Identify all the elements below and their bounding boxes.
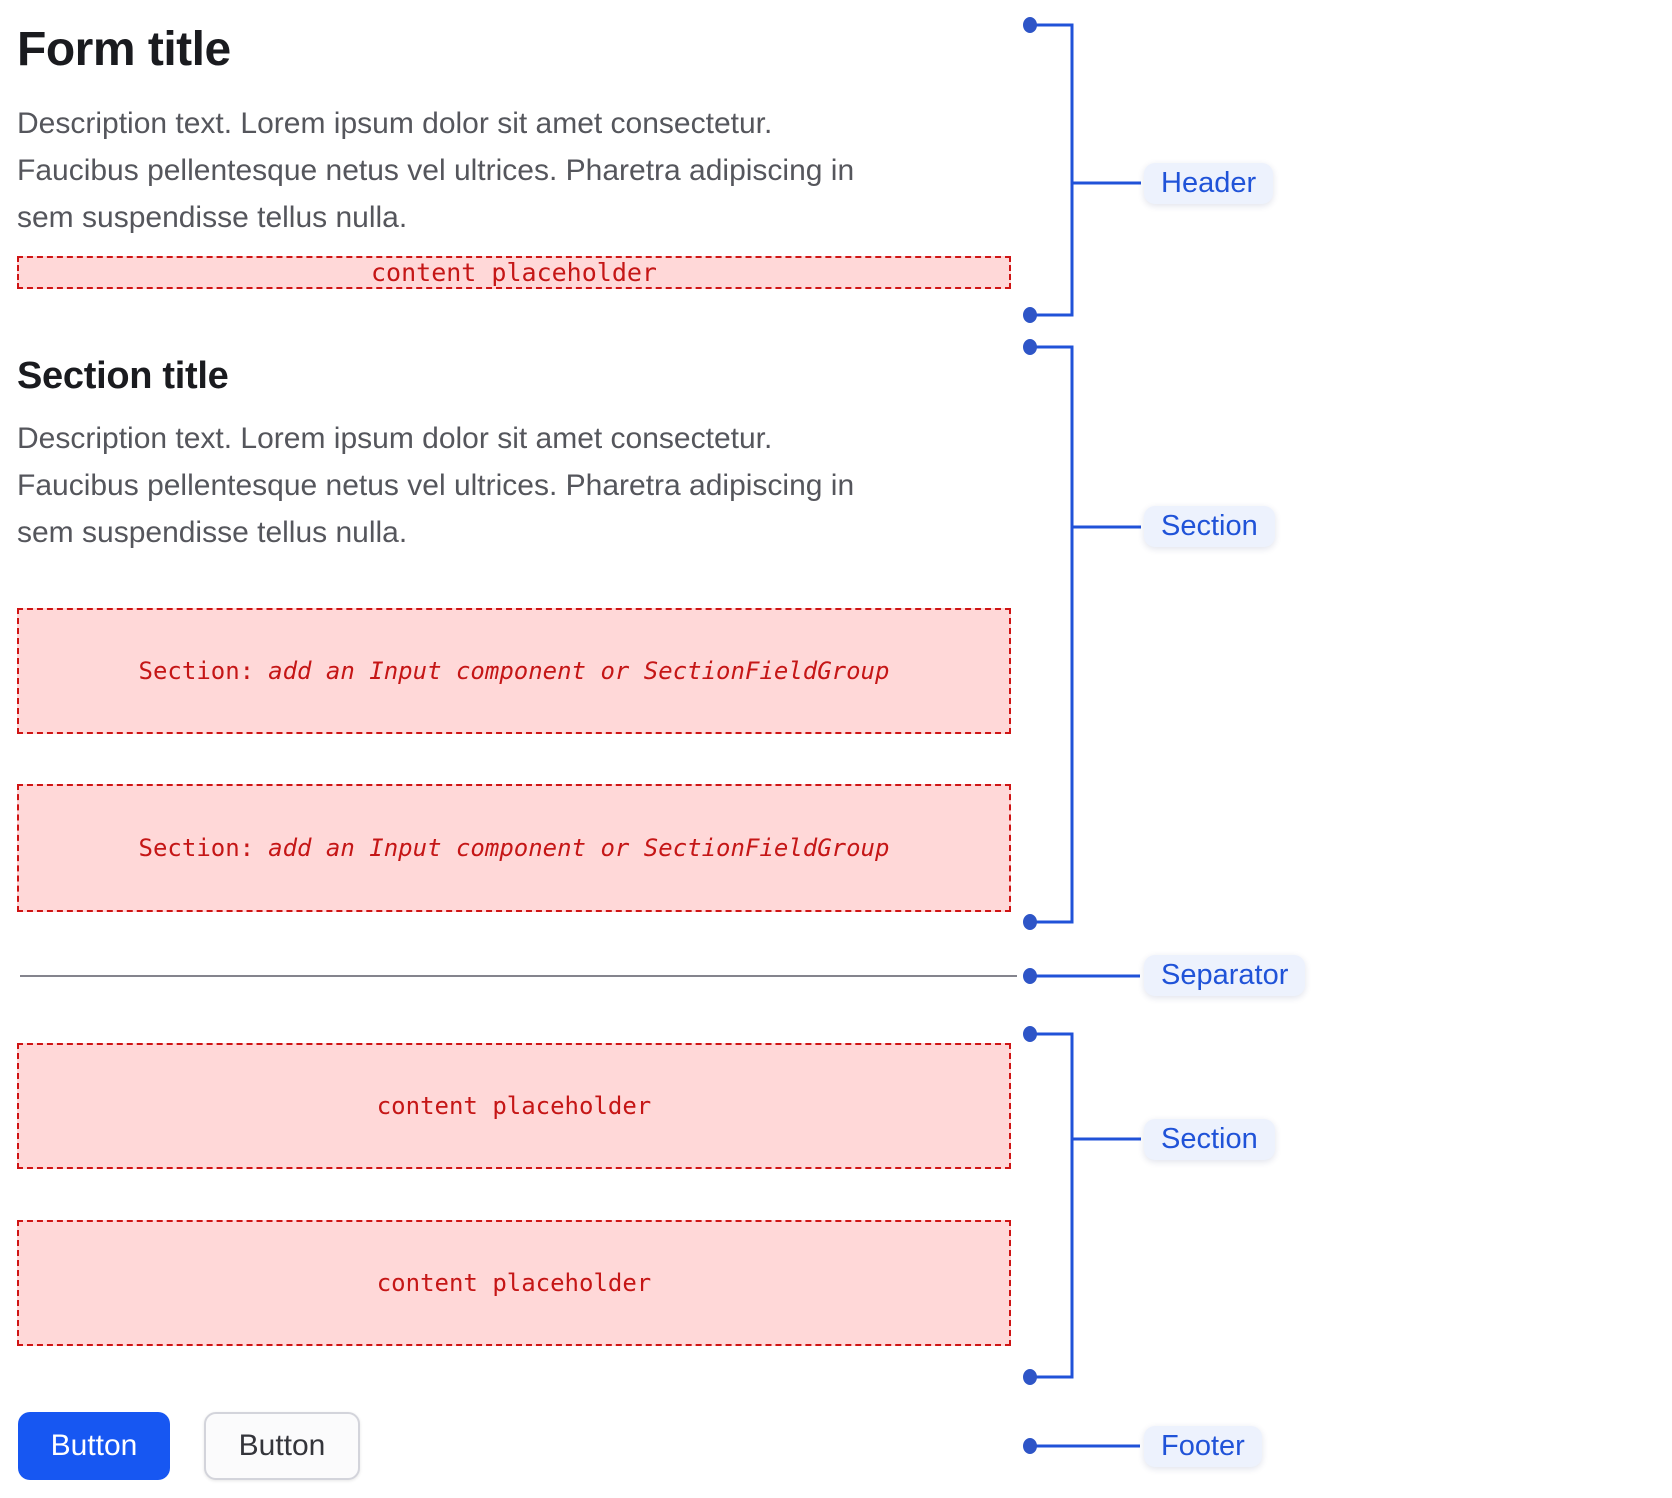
form-separator [20, 975, 1017, 977]
section2-content-placeholder: content placeholder [17, 1043, 1011, 1169]
form-title: Form title [17, 23, 231, 76]
secondary-button[interactable]: Button [204, 1412, 360, 1480]
annotation-label-footer: Footer [1144, 1426, 1262, 1467]
section-description-line: Description text. Lorem ipsum dolor sit … [17, 422, 773, 455]
placeholder-prefix: Section: [138, 834, 255, 862]
section-description: Description text. Lorem ipsum dolor sit … [17, 415, 1007, 556]
annotation-label-separator: Separator [1144, 955, 1306, 996]
placeholder-text: content placeholder [376, 1092, 652, 1120]
placeholder-text: add an Input component or SectionFieldGr… [268, 657, 890, 685]
form-description: Description text. Lorem ipsum dolor sit … [17, 100, 1007, 241]
annotation-label-section: Section [1144, 506, 1275, 547]
form-description-line: sem suspendisse tellus nulla. [17, 201, 408, 234]
header-content-placeholder: content placeholder [17, 256, 1011, 289]
section-title: Section title [17, 355, 229, 397]
annotation-label-section: Section [1144, 1119, 1275, 1160]
section2-content-placeholder: content placeholder [17, 1220, 1011, 1346]
section1-input-placeholder: Section: add an Input component or Secti… [17, 608, 1011, 734]
section1-input-placeholder: Section: add an Input component or Secti… [17, 784, 1011, 912]
placeholder-text: add an Input component or SectionFieldGr… [268, 834, 890, 862]
annotation-dots [1023, 17, 1037, 1454]
form-description-line: Description text. Lorem ipsum dolor sit … [17, 107, 773, 140]
section-description-line: sem suspendisse tellus nulla. [17, 516, 408, 549]
placeholder-text: content placeholder [376, 1269, 652, 1297]
placeholder-prefix: Section: [138, 657, 255, 685]
annotation-label-header: Header [1144, 163, 1274, 204]
placeholder-text: content placeholder [371, 258, 657, 287]
form-description-line: Faucibus pellentesque netus vel ultrices… [17, 154, 855, 187]
section-description-line: Faucibus pellentesque netus vel ultrices… [17, 469, 855, 502]
primary-button[interactable]: Button [18, 1412, 170, 1480]
